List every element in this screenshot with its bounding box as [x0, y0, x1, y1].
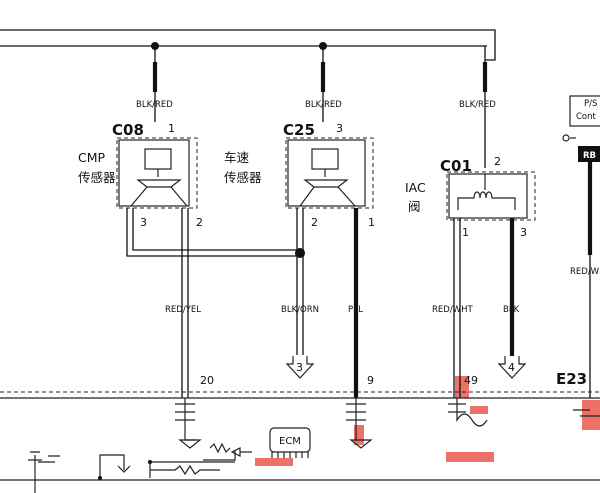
sensor-name-en: CMP	[78, 150, 106, 165]
ground-ref-number: 4	[508, 361, 515, 374]
wire-label-blk-red: BLK/RED	[459, 100, 496, 110]
sensor-name-cn-1: 车速	[224, 150, 250, 165]
ecm-label: ECM	[279, 436, 301, 447]
connector-id-c25: C25	[283, 121, 315, 139]
wire-label-red-wht: RED/WE	[570, 267, 600, 277]
connector-id-c01: C01	[440, 157, 472, 175]
wire-label-blk-red: BLK/RED	[136, 100, 173, 110]
c08-cmp-sensor: BLK/RED C08 1 CMP 传感器 3 2 RED/YEL 20	[78, 62, 300, 398]
pin-number: 2	[494, 155, 501, 168]
ecm-pin-number: 9	[367, 374, 374, 387]
ecm-boundary	[0, 391, 600, 399]
pin-number: 1	[462, 226, 469, 239]
ps-box-label-2: Cont	[576, 112, 597, 122]
wire-label-blk-orn: BLK/ORN	[281, 305, 319, 315]
sensor-name-cn-2: 传感器	[224, 170, 262, 185]
sensor-name-cn: 传感器	[78, 170, 116, 185]
wire-label-red-wht: RED/WHT	[432, 305, 473, 315]
wire-label-red-yel: RED/YEL	[165, 305, 201, 315]
wire-label-blk-red: BLK/RED	[305, 100, 342, 110]
ps-control-partial: P/S Cont RB RED/WE E23	[556, 95, 600, 398]
wire-label-ppl: PPL	[348, 305, 363, 315]
ps-box-label-1: P/S	[584, 99, 597, 109]
pin-number: 3	[336, 122, 343, 135]
ps-connector-label: RB	[583, 151, 596, 161]
connector-id-e23: E23	[556, 370, 587, 388]
valve-name-cn: 阀	[408, 199, 421, 214]
valve-name-en: IAC	[405, 180, 426, 195]
ecm-pin-number: 20	[200, 374, 214, 387]
pin-number: 3	[140, 216, 147, 229]
ground-ref-number: 3	[296, 361, 303, 374]
pin-number: 2	[311, 216, 318, 229]
pin-number: 3	[520, 226, 527, 239]
pin-number: 1	[368, 216, 375, 229]
ecm-pin-number: 49	[464, 374, 478, 387]
c01-iac-valve: BLK/RED C01 2 IAC 阀 1 3 RED/WHT BLK 4 49	[405, 62, 536, 398]
connector-id-c08: C08	[112, 121, 144, 139]
power-bus	[0, 29, 496, 62]
pin-number: 1	[168, 122, 175, 135]
ecm-internal-circuit: ECM	[0, 398, 600, 493]
c25-speed-sensor: BLK/RED C25 3 车速 传感器 2 1 BLK/ORN PPL 3 9	[224, 62, 375, 398]
wire-label-blk: BLK	[503, 305, 520, 315]
splice-junction-dot	[295, 248, 305, 258]
pin-number: 2	[196, 216, 203, 229]
